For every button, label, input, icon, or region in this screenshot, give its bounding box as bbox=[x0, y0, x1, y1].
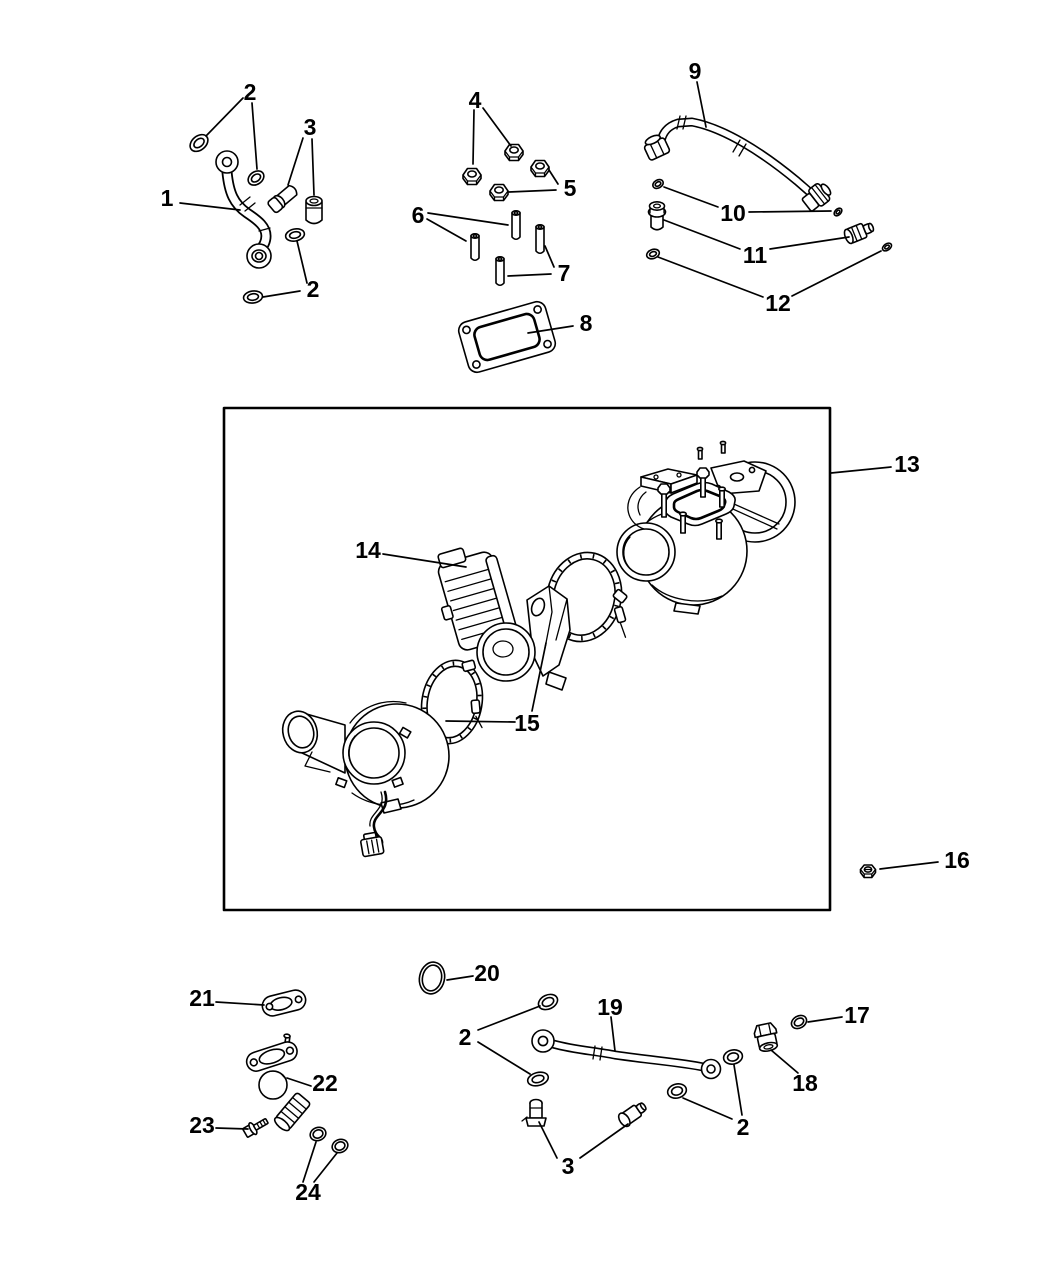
part-6-stud bbox=[470, 233, 480, 262]
callout-19: 19 bbox=[597, 994, 623, 1020]
part-23-bolt bbox=[242, 1118, 269, 1138]
callout-14: 14 bbox=[355, 537, 381, 563]
callout-23: 23 bbox=[189, 1112, 215, 1138]
part-5-nut bbox=[489, 183, 509, 202]
callout-22: 22 bbox=[312, 1070, 338, 1096]
callout-16: 16 bbox=[944, 847, 970, 873]
callout-17: 17 bbox=[844, 1002, 870, 1028]
part-3-fitting bbox=[305, 195, 323, 225]
assembly-box-border bbox=[222, 406, 832, 912]
part-11-fitting bbox=[647, 201, 667, 231]
part-10-oring bbox=[833, 207, 843, 217]
part-22-oil-drain-tube bbox=[245, 1033, 311, 1132]
part-3-fitting bbox=[267, 184, 298, 214]
callout-3: 3 bbox=[562, 1153, 575, 1179]
part-15-vband-clamp bbox=[420, 659, 484, 745]
part-8-gasket bbox=[457, 300, 557, 374]
part-18-fitting bbox=[753, 1022, 779, 1052]
callout-20: 20 bbox=[474, 960, 500, 986]
part-6-stud bbox=[511, 210, 521, 241]
callout-10: 10 bbox=[720, 200, 746, 226]
part-10-oring bbox=[652, 178, 664, 190]
turbocharger-rear bbox=[616, 440, 796, 615]
part-14-actuator-assembly bbox=[437, 547, 571, 691]
part-2-washer bbox=[722, 1049, 744, 1065]
callout-2: 2 bbox=[459, 1024, 472, 1050]
part-7-stud bbox=[535, 224, 545, 255]
part-12-washer bbox=[645, 248, 661, 260]
callout-11: 11 bbox=[743, 242, 768, 268]
part-11-fitting bbox=[843, 222, 875, 245]
part-2-washer bbox=[284, 228, 306, 242]
part-3-fitting bbox=[617, 1102, 647, 1128]
callout-6: 6 bbox=[412, 202, 425, 228]
part-16-nut bbox=[859, 864, 877, 879]
part-7-stud bbox=[495, 256, 505, 287]
part-24-oring bbox=[309, 1126, 327, 1142]
part-5-nut bbox=[530, 159, 550, 178]
part-4-nut bbox=[462, 167, 482, 186]
part-17-oring bbox=[790, 1014, 808, 1030]
callout-3: 3 bbox=[304, 114, 317, 140]
callout-2: 2 bbox=[737, 1114, 750, 1140]
callout-9: 9 bbox=[689, 58, 702, 84]
part-1-oil-supply-tube bbox=[215, 150, 272, 269]
part-2-washer bbox=[247, 170, 265, 186]
part-2-washer bbox=[537, 993, 559, 1011]
part-9-coolant-hose bbox=[643, 115, 832, 212]
callout-4: 4 bbox=[469, 87, 482, 113]
part-21-gasket bbox=[261, 989, 307, 1017]
part-2-washer bbox=[189, 133, 209, 153]
leader-lines bbox=[179, 81, 939, 1183]
part-20-oring bbox=[418, 961, 446, 995]
callout-12: 12 bbox=[765, 290, 791, 316]
callout-2: 2 bbox=[244, 79, 257, 105]
part-3-fitting bbox=[521, 1098, 547, 1127]
callout-8: 8 bbox=[580, 310, 593, 336]
part-2-washer bbox=[526, 1071, 550, 1087]
callout-24: 24 bbox=[295, 1179, 321, 1205]
callout-1: 1 bbox=[161, 185, 174, 211]
callout-7: 7 bbox=[558, 260, 571, 286]
callout-15: 15 bbox=[514, 710, 540, 736]
part-12-washer bbox=[881, 242, 893, 252]
callout-21: 21 bbox=[189, 985, 215, 1011]
part-2-washer bbox=[666, 1083, 688, 1099]
callout-13: 13 bbox=[894, 451, 920, 477]
callout-2: 2 bbox=[307, 276, 320, 302]
turbocharger-front bbox=[281, 700, 450, 858]
callout-5: 5 bbox=[564, 175, 577, 201]
part-2-washer bbox=[242, 290, 264, 304]
part-4-nut bbox=[504, 143, 524, 162]
part-19-oil-supply-tube bbox=[531, 1029, 722, 1080]
callout-18: 18 bbox=[792, 1070, 818, 1096]
part-24-oring bbox=[331, 1138, 349, 1154]
